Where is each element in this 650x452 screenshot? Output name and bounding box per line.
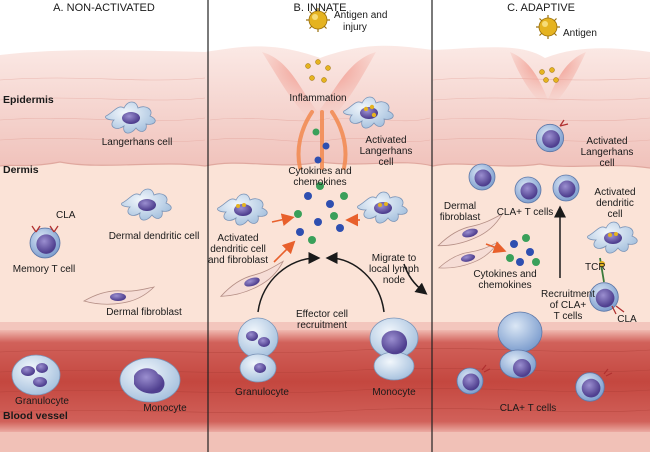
panel-c-heading: C. ADAPTIVE	[507, 2, 575, 14]
activated-dc-c-line1: Activated	[594, 187, 636, 198]
granulocyte-label: Granulocyte	[15, 396, 69, 407]
dendritic-cell-icon	[586, 221, 638, 254]
antigen-label: Antigen	[563, 28, 597, 39]
memory-t-cell-icon	[514, 176, 542, 204]
dermal-fibroblast-label: Dermal fibroblast	[106, 307, 182, 318]
activated-dc-c-line2: dendritic	[596, 198, 634, 209]
langerhans-cell-label: Langerhans cell	[101, 137, 173, 148]
inflammation-label: Inflammation	[289, 93, 347, 104]
cla-label-c: CLA	[617, 314, 637, 325]
cytokines-c-line1: Cytokines and	[473, 269, 537, 280]
cytokines-label-line2: chemokines	[293, 177, 347, 188]
dermal-fibroblast-c-line1: Dermal	[443, 201, 477, 212]
recruitment-label-line3: T cells	[553, 311, 583, 322]
memory-t-cell-label: Memory T cell	[12, 264, 76, 275]
granulocyte-label-b: Granulocyte	[235, 387, 289, 398]
epidermis-label: Epidermis	[3, 94, 54, 106]
monocyte-icon	[369, 317, 419, 381]
cytokine-dot-icon	[294, 128, 348, 244]
monocyte-label: Monocyte	[143, 403, 187, 414]
granulocyte-icon	[11, 354, 61, 396]
dermis-label: Dermis	[3, 164, 39, 176]
panel-a-heading: A. NON-ACTIVATED	[53, 2, 155, 14]
panel-b-heading: B. INNATE	[293, 2, 347, 14]
dermal-dendritic-cell-label: Dermal dendritic cell	[108, 231, 200, 242]
memory-t-cell-icon	[575, 372, 605, 402]
activated-dc-fibroblast-label-line1: Activated	[217, 233, 259, 244]
memory-t-cell-icon	[497, 311, 543, 379]
activated-dc-c-line3: cell	[607, 209, 623, 220]
blood-vessel-label: Blood vessel	[3, 410, 68, 422]
migrate-label-line1: Migrate to	[371, 253, 417, 264]
effector-recruitment-label-line2: recruitment	[296, 320, 348, 331]
memory-t-cell-icon	[468, 163, 496, 191]
effector-recruitment-label-line1: Effector cell	[295, 309, 349, 320]
activated-langerhans-c-line3: cell	[599, 158, 615, 169]
memory-t-cell-icon	[552, 174, 580, 202]
recruitment-label-line1: Recruitment	[541, 289, 595, 300]
dendritic-cell-icon	[216, 193, 268, 226]
cytokine-dot-icon	[506, 234, 540, 266]
activated-dc-fibroblast-label-line2: dendritic cell	[210, 244, 266, 255]
cla-label: CLA	[56, 210, 76, 221]
activated-dc-fibroblast-label-line3: and fibroblast	[207, 255, 269, 266]
cytokines-label-line1: Cytokines and	[288, 166, 352, 177]
antigen-injury-label-line2: injury	[343, 22, 367, 33]
migrate-label-line2: local lymph	[368, 264, 420, 275]
dermal-fibroblast-c-line2: fibroblast	[439, 212, 481, 223]
dendritic-cell-icon	[356, 191, 408, 224]
antigen-icon	[535, 14, 561, 40]
memory-t-cell-icon	[456, 367, 484, 395]
cla-t-cells-label: CLA+ T cells	[496, 207, 554, 218]
memory-t-cell-icon	[29, 227, 61, 259]
recruitment-label-line2: of CLA+	[549, 300, 587, 311]
cla-t-cells-bottom-label: CLA+ T cells	[499, 403, 557, 414]
monocyte-label-b: Monocyte	[372, 387, 416, 398]
langerhans-cell-icon	[535, 123, 565, 153]
activated-langerhans-c-line2: Langerhans	[580, 147, 634, 158]
activated-langerhans-label-line2: Langerhans	[359, 146, 413, 157]
granulocyte-icon	[237, 317, 279, 383]
migrate-label-line3: node	[382, 275, 406, 286]
langerhans-cell-icon	[342, 96, 394, 129]
activated-langerhans-label-line1: Activated	[365, 135, 407, 146]
activated-langerhans-label-line3: cell	[378, 157, 394, 168]
activated-langerhans-c-line1: Activated	[586, 136, 628, 147]
monocyte-icon	[119, 357, 181, 403]
tcr-label: TCR	[585, 262, 606, 273]
antigen-injury-label-line1: Antigen and	[334, 10, 388, 21]
cytokines-c-line2: chemokines	[478, 280, 532, 291]
